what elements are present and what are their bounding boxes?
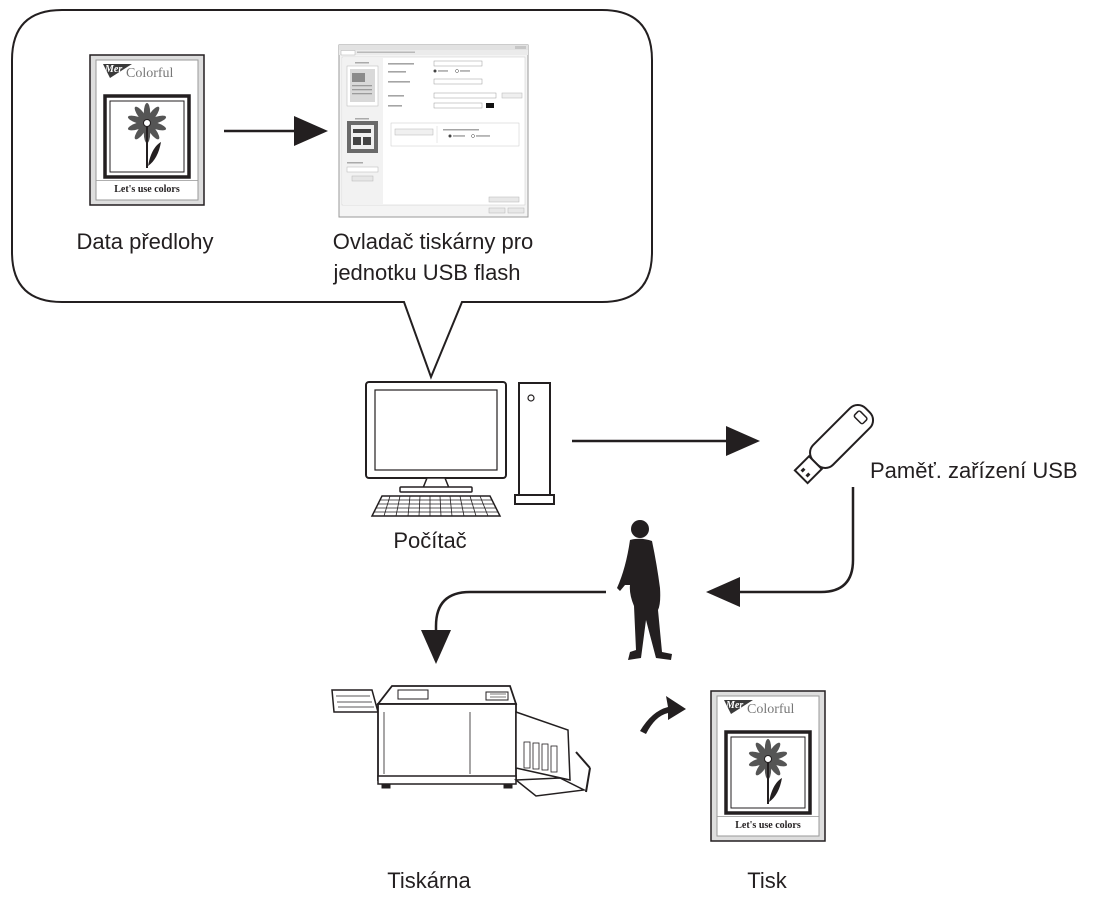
arrow-from-usb <box>706 487 855 607</box>
printer-icon <box>331 685 591 797</box>
arrow-to-driver <box>224 116 328 146</box>
printer-driver-label-line2: jednotku USB flash <box>332 260 520 285</box>
computer-icon <box>365 381 555 517</box>
printed-document: Mer Colorful Let's use colors <box>709 689 827 843</box>
computer-label: Počítač <box>393 528 466 553</box>
print-doc-headline: Colorful <box>747 702 795 717</box>
doc-headline: Colorful <box>126 66 174 81</box>
print-doc-badge: Mer <box>725 700 743 711</box>
arrow-to-print <box>640 696 686 734</box>
original-document: Mer Colorful Let's use colors <box>88 53 206 207</box>
driver-dialog <box>338 44 529 218</box>
doc-footer: Let's use colors <box>114 184 180 195</box>
usb-flash-icon <box>793 403 875 485</box>
printer-driver-label-line1: Ovladač tiskárny pro <box>333 229 534 254</box>
usb-device-label: Paměť. zařízení USB <box>870 458 1078 483</box>
person-icon <box>617 520 672 660</box>
arrow-to-printer <box>421 590 606 664</box>
original-data-label: Data předlohy <box>77 229 214 254</box>
print-label: Tisk <box>747 868 788 893</box>
doc-badge: Mer <box>104 64 122 75</box>
arrow-to-usb <box>572 426 760 456</box>
print-doc-footer: Let's use colors <box>735 820 801 831</box>
printer-label: Tiskárna <box>387 868 471 893</box>
